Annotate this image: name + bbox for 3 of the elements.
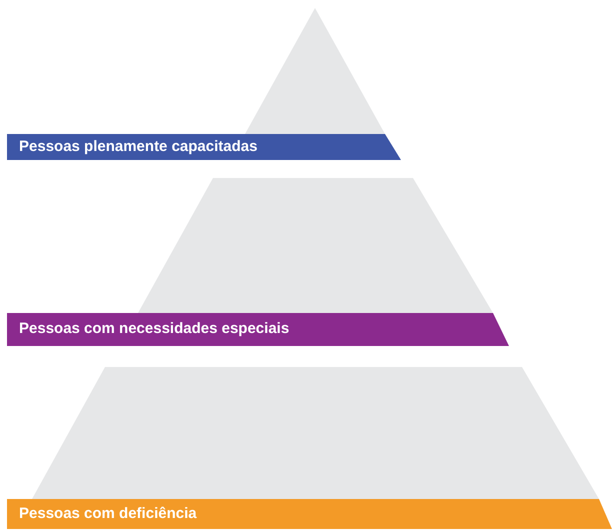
label-band: Pessoas plenamente capacitadas [7, 134, 401, 160]
label-band: Pessoas com deficiência [7, 499, 612, 529]
label-band: Pessoas com necessidades especiais [7, 313, 509, 346]
